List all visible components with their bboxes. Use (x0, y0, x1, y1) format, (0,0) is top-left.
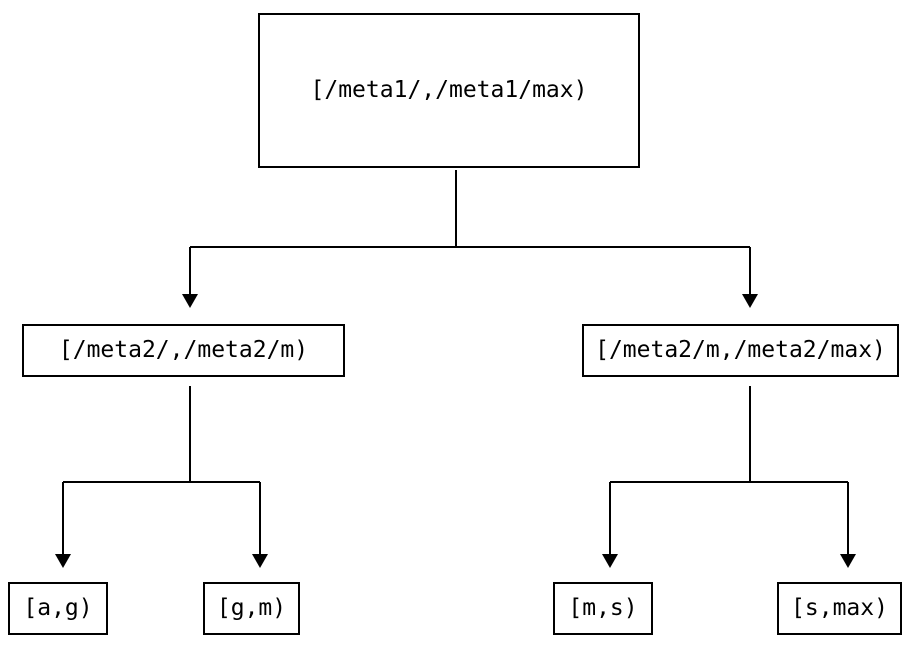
node-leaf-gm-label: [g,m) (216, 595, 287, 621)
edge-left-split (55, 386, 268, 568)
node-meta2-right-label: [/meta2/m,/meta2/max) (595, 337, 886, 363)
arrowhead-icon (182, 294, 198, 308)
edge-right-split (602, 386, 856, 568)
node-leaf-smax: [s,max) (777, 582, 902, 635)
node-root-label: [/meta1/,/meta1/max) (310, 77, 588, 103)
node-meta2-right: [/meta2/m,/meta2/max) (582, 324, 899, 377)
node-root: [/meta1/,/meta1/max) (258, 13, 640, 168)
arrowhead-icon (252, 554, 268, 568)
node-leaf-ag: [a,g) (8, 582, 108, 635)
arrowhead-icon (55, 554, 71, 568)
arrowhead-icon (742, 294, 758, 308)
node-leaf-ms-label: [m,s) (568, 595, 638, 621)
node-meta2-left: [/meta2/,/meta2/m) (22, 324, 345, 377)
node-leaf-ag-label: [a,g) (23, 595, 93, 621)
arrowhead-icon (602, 554, 618, 568)
arrowhead-icon (840, 554, 856, 568)
node-meta2-left-label: [/meta2/,/meta2/m) (58, 337, 309, 363)
edge-root-split (182, 170, 758, 308)
node-leaf-smax-label: [s,max) (791, 595, 888, 621)
node-leaf-gm: [g,m) (203, 582, 300, 635)
node-leaf-ms: [m,s) (553, 582, 653, 635)
